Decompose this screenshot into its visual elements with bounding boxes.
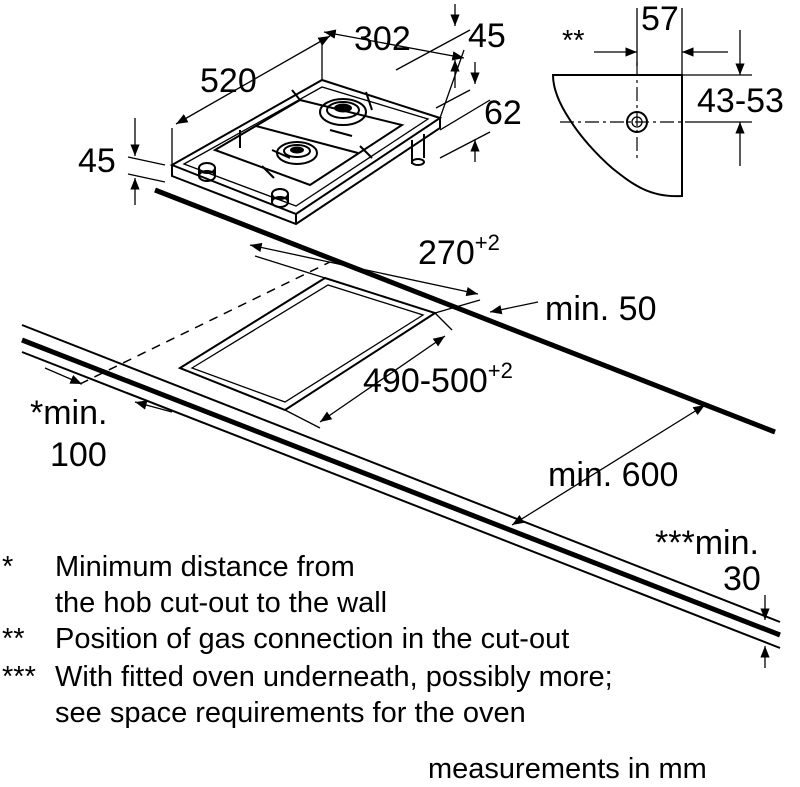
dim-hob-depth: 302 (354, 20, 411, 58)
worktop-dimension-lines (44, 242, 770, 668)
control-knob-left (198, 162, 216, 182)
footnote-3-mark: *** (2, 661, 36, 693)
dim-hob-height-front: 45 (78, 142, 116, 180)
hob-drawing (169, 78, 443, 226)
dim-wall-distance-label: *min. (30, 394, 107, 432)
dim-oven-gap-label: ***min. (655, 524, 759, 562)
dim-hob-width: 520 (200, 62, 257, 100)
dim-oven-gap-value: 30 (723, 560, 761, 598)
footnote-3-line-2: see space requirements for the oven (55, 697, 526, 729)
control-knob-right (271, 188, 289, 208)
dim-wall-distance-value: 100 (50, 436, 107, 474)
dim-gas-depth: 43-53 (697, 82, 784, 120)
footnote-2-line-1: Position of gas connection in the cut-ou… (55, 623, 569, 655)
footnotes: * Minimum distance from the hob cut-out … (2, 551, 613, 729)
footnote-1-line-2: the hob cut-out to the wall (55, 587, 387, 619)
dim-back-distance: min. 50 (545, 290, 657, 328)
gas-connection-detail (551, 8, 752, 198)
footnote-3-line-1: With fitted oven underneath, possibly mo… (55, 661, 613, 693)
gas-connection-mark: ** (562, 25, 585, 57)
footnote-2-mark: ** (2, 623, 25, 655)
units-caption: measurements in mm (428, 753, 707, 785)
dim-cutout-width: 270+2 (418, 230, 500, 272)
dim-cutout-depth: 490-500+2 (363, 358, 513, 400)
burner-small (276, 141, 318, 165)
dim-worktop-depth: min. 600 (548, 456, 678, 494)
dim-hob-height-back: 45 (468, 17, 506, 55)
burner-large (319, 98, 367, 126)
dim-gas-from-back: 57 (641, 0, 679, 38)
footnote-1-line-1: Minimum distance from (55, 551, 355, 583)
footnote-1-mark: * (2, 551, 13, 583)
hob-dimension-lines (127, 4, 491, 205)
dim-hob-leg-offset: 62 (484, 94, 522, 132)
